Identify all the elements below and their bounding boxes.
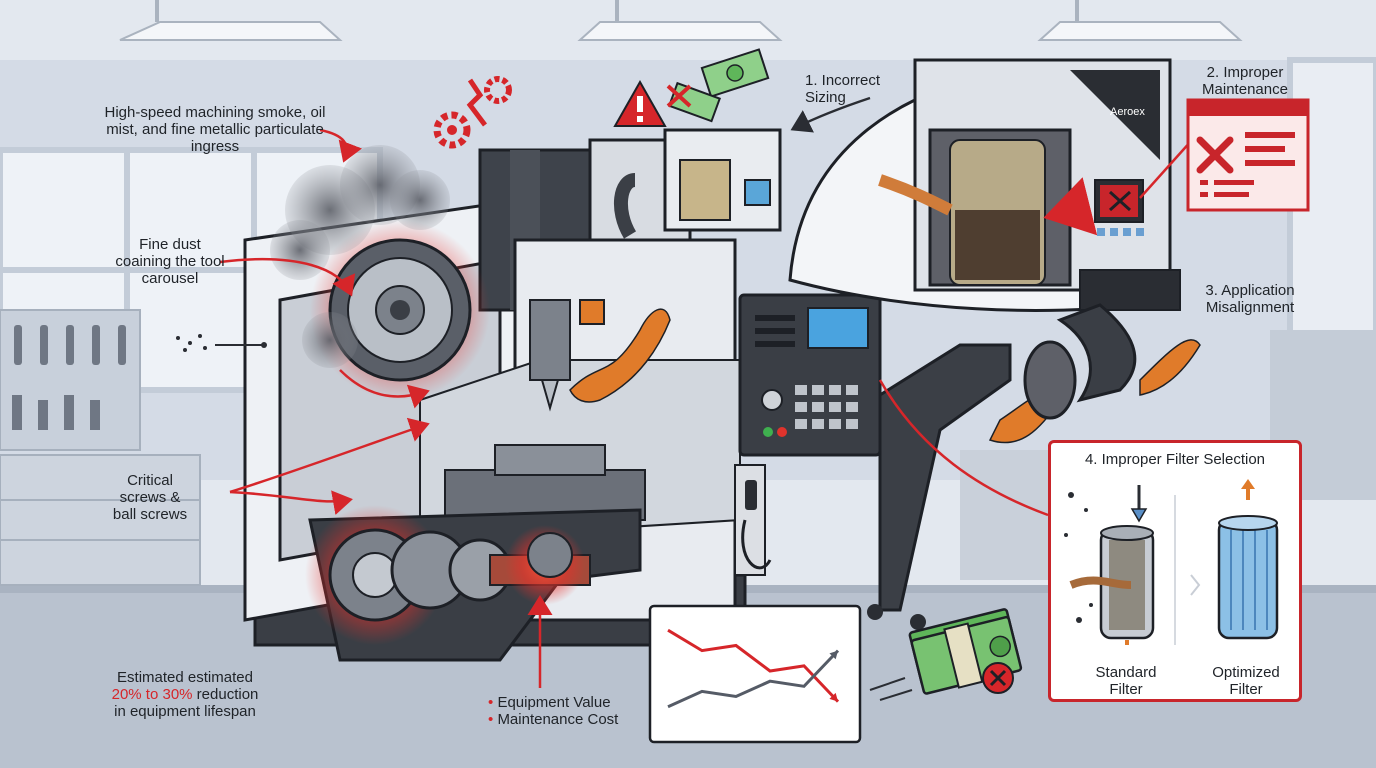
series-line-1 bbox=[667, 649, 840, 709]
x-circle-icon bbox=[982, 662, 1014, 694]
chart-legend: • Equipment Value • Maintenance Cost bbox=[488, 694, 658, 728]
lifespan-callout: Estimated estimated 20% to 30% reduction… bbox=[70, 669, 300, 720]
smoke-cloud bbox=[270, 145, 450, 368]
issue-sizing: 1. Incorrect Sizing bbox=[805, 72, 881, 106]
brand-label: Aeroex bbox=[1110, 106, 1145, 118]
series-arrowhead-1 bbox=[829, 650, 838, 660]
filter-unit-zoom bbox=[788, 58, 1181, 420]
gear-icon bbox=[433, 76, 512, 149]
filter-card-title: 4. Improper Filter Selection bbox=[1084, 451, 1266, 468]
series-line-0 bbox=[667, 628, 840, 703]
lifespan-line1: Estimated estimated bbox=[117, 669, 253, 686]
legend-item-maintenance-cost: • Maintenance Cost bbox=[488, 711, 619, 728]
legend-item-equipment-value: • Equipment Value bbox=[488, 694, 611, 711]
series-arrowhead-0 bbox=[829, 692, 838, 702]
tool-carousel bbox=[310, 220, 490, 400]
lifespan-percent: 20% to 30% bbox=[111, 686, 193, 703]
ball-screw-assembly bbox=[305, 505, 642, 662]
callout-arrows bbox=[219, 128, 1193, 688]
lifespan-line3: in equipment lifespan bbox=[114, 703, 256, 720]
filter-selection-card: 4. Improper Filter Selection Standard Fi… bbox=[1048, 440, 1302, 702]
warning-icon bbox=[613, 79, 667, 127]
lifespan-rest: reduction bbox=[196, 686, 259, 703]
trend-chart-panel bbox=[648, 604, 862, 744]
money-icon bbox=[666, 48, 770, 123]
screws-callout: Critical screws & ball screws bbox=[112, 472, 188, 523]
lifespan-line2: 20% to 30% reduction bbox=[70, 686, 300, 703]
smoke-callout: High-speed machining smoke, oil mist, an… bbox=[104, 104, 326, 155]
issue-maintenance: 2. Improper Maintenance bbox=[1202, 64, 1288, 98]
wrench-screwdriver-icon bbox=[1186, 98, 1310, 212]
dust-callout: Fine dust coaining the tool carousel bbox=[115, 236, 225, 287]
standard-filter-label: Standard Filter bbox=[1095, 664, 1157, 698]
filter-comparison-art bbox=[1064, 479, 1279, 645]
issue-misalignment: 3. Application Misalignment bbox=[1205, 282, 1295, 316]
optimized-filter-label: Optimized Filter bbox=[1212, 664, 1280, 698]
chip-conveyor bbox=[867, 343, 1012, 630]
